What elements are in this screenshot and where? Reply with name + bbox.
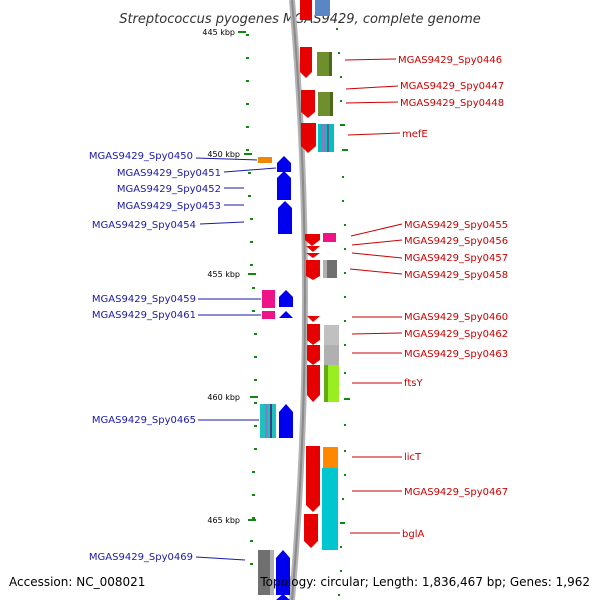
gene-label-right[interactable]: MGAS9429_Spy0457 xyxy=(404,253,508,264)
cog-box-0467[interactable] xyxy=(322,468,338,550)
cog-box-0455[interactable] xyxy=(323,233,336,242)
cog-box-0459[interactable] xyxy=(262,290,275,308)
accession-text: Accession: NC_008021 xyxy=(9,575,145,589)
gene-block-0460[interactable] xyxy=(307,316,320,322)
gene-label-left[interactable]: MGAS9429_Spy0461 xyxy=(92,310,196,321)
gene-block-ftsY[interactable] xyxy=(307,365,320,402)
gene-block-0455[interactable] xyxy=(305,234,320,246)
gene-block-0467[interactable] xyxy=(306,468,320,512)
gene-block-0469[interactable] xyxy=(276,550,290,595)
gene-block-bglA[interactable] xyxy=(304,514,318,548)
gene-block-0452[interactable] xyxy=(277,171,291,200)
genome-backbone-core xyxy=(291,0,306,600)
gene-label-right[interactable]: MGAS9429_Spy0462 xyxy=(404,329,508,340)
gene-label-right[interactable]: MGAS9429_Spy0467 xyxy=(404,487,508,498)
gene-block-bottom[interactable] xyxy=(276,594,290,600)
gene-label-left[interactable]: MGAS9429_Spy0454 xyxy=(92,220,196,231)
gene-label-left[interactable]: MGAS9429_Spy0451 xyxy=(117,168,221,179)
right-leader-lines xyxy=(344,58,403,534)
cog-box-licT[interactable] xyxy=(323,447,338,469)
scale-tick-455: 455 kbp xyxy=(207,270,256,279)
gene-label-right[interactable]: MGAS9429_Spy0463 xyxy=(404,349,508,360)
gene-block-mefE[interactable] xyxy=(301,123,316,153)
reverse-genes xyxy=(276,156,293,600)
forward-genes xyxy=(300,0,320,548)
gene-label-right[interactable]: bglA xyxy=(402,529,424,540)
gene-block-0451[interactable] xyxy=(277,156,291,172)
gene-label-right[interactable]: MGAS9429_Spy0458 xyxy=(404,270,508,281)
gene-label-right[interactable]: mefE xyxy=(402,129,428,140)
gene-label-right[interactable]: MGAS9429_Spy0446 xyxy=(398,55,502,66)
right-tick-marks xyxy=(336,28,350,596)
gene-label-right[interactable]: MGAS9429_Spy0448 xyxy=(400,98,504,109)
gene-label-right[interactable]: MGAS9429_Spy0460 xyxy=(404,312,508,323)
gene-block-0447[interactable] xyxy=(301,90,315,118)
genome-info-text: Topology: circular; Length: 1,836,467 bp… xyxy=(259,575,590,589)
cog-box-0450[interactable] xyxy=(258,157,272,163)
scale-tick-445: 445 kbp xyxy=(202,28,246,37)
cog-box-0446[interactable] xyxy=(317,52,331,76)
scale-label-450: 450 kbp xyxy=(207,150,240,159)
gene-label-right[interactable]: MGAS9429_Spy0447 xyxy=(400,81,504,92)
scale-tick-465: 465 kbp xyxy=(207,516,256,525)
gene-block-top[interactable] xyxy=(315,0,330,16)
gene-label-left[interactable]: MGAS9429_Spy0469 xyxy=(89,552,193,563)
gene-block-0457[interactable] xyxy=(306,253,320,258)
gene-block-0459[interactable] xyxy=(279,290,293,307)
gene-label-right[interactable]: ftsY xyxy=(404,378,423,389)
gene-label-right[interactable]: licT xyxy=(404,452,422,463)
gene-block-0458[interactable] xyxy=(306,260,320,280)
gene-block-0445[interactable] xyxy=(300,0,312,20)
scale-label-465: 465 kbp xyxy=(207,516,240,525)
gene-block-licT[interactable] xyxy=(306,446,320,468)
gene-label-left[interactable]: MGAS9429_Spy0452 xyxy=(117,184,221,195)
gene-block-0465[interactable] xyxy=(279,404,293,438)
scale-tick-450: 450 kbp xyxy=(207,150,252,159)
gene-label-left[interactable]: MGAS9429_Spy0450 xyxy=(89,151,193,162)
gene-block-0454[interactable] xyxy=(278,208,292,234)
gene-block-0461[interactable] xyxy=(279,311,293,318)
gene-block-0453[interactable] xyxy=(278,201,292,214)
scale-tick-460: 460 kbp xyxy=(207,393,258,402)
gene-label-right[interactable]: MGAS9429_Spy0455 xyxy=(404,220,508,231)
cog-box-0461[interactable] xyxy=(262,311,275,319)
scale-label-445: 445 kbp xyxy=(202,28,235,37)
cog-box-0463[interactable] xyxy=(324,345,339,365)
gene-block-0463[interactable] xyxy=(307,345,320,365)
cog-boxes-left xyxy=(258,157,276,595)
cog-box-0447[interactable] xyxy=(318,92,332,116)
cog-box-mefE[interactable] xyxy=(318,124,334,152)
cog-box-0462[interactable] xyxy=(324,325,339,345)
gene-label-left[interactable]: MGAS9429_Spy0465 xyxy=(92,415,196,426)
gene-label-left[interactable]: MGAS9429_Spy0453 xyxy=(117,201,221,212)
gene-block-0456[interactable] xyxy=(306,246,320,252)
cog-boxes-right xyxy=(317,52,339,550)
scale-label-460: 460 kbp xyxy=(207,393,240,402)
scale-label-455: 455 kbp xyxy=(207,270,240,279)
gene-label-left[interactable]: MGAS9429_Spy0459 xyxy=(92,294,196,305)
gene-block-0462[interactable] xyxy=(307,324,320,345)
gene-label-right[interactable]: MGAS9429_Spy0456 xyxy=(404,236,508,247)
left-tick-marks xyxy=(246,34,257,565)
gene-block-0446[interactable] xyxy=(300,47,312,78)
left-leader-lines xyxy=(195,157,277,561)
